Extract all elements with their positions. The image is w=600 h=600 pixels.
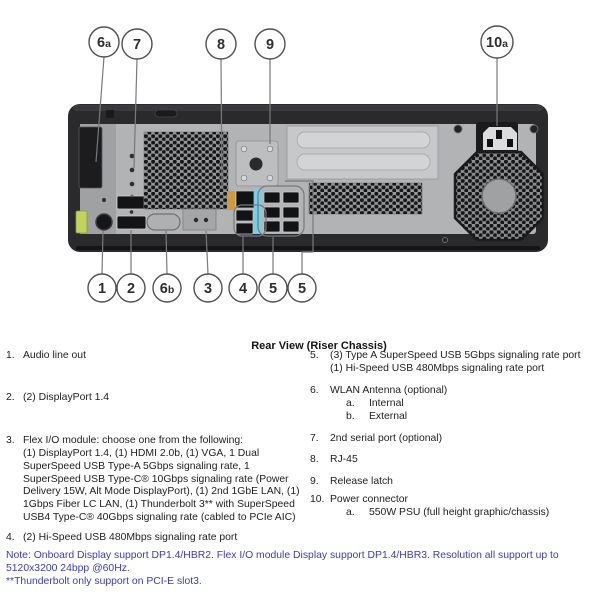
item-text: (2) DisplayPort 1.4 bbox=[23, 391, 110, 403]
svg-text:9: 9 bbox=[266, 37, 274, 53]
svg-text:4: 4 bbox=[239, 281, 247, 297]
svg-text:8: 8 bbox=[217, 37, 225, 53]
callout-6a: 6a bbox=[88, 26, 120, 58]
callout-bracket bbox=[257, 185, 305, 237]
subitem-text: 550W PSU (full height graphic/chassis) bbox=[369, 507, 550, 519]
callout-5-left: 5 bbox=[258, 273, 288, 303]
legend-item-9: 9. Release latch bbox=[310, 476, 599, 489]
callout-2: 2 bbox=[116, 273, 146, 303]
legend-subitem-10a: a. 550W PSU (full height graphic/chassis… bbox=[346, 507, 599, 520]
legend-item-3: 3. Flex I/O module: choose one from the … bbox=[6, 435, 303, 525]
item-text: Audio line out bbox=[23, 350, 86, 361]
item-text: Release latch bbox=[330, 476, 393, 488]
item-number: 7. bbox=[310, 432, 319, 444]
legend-subitem-6b: b. External bbox=[346, 411, 599, 424]
callout-3: 3 bbox=[193, 273, 223, 303]
item-number: 4. bbox=[6, 532, 15, 544]
item-number: 3. bbox=[6, 434, 15, 446]
item-text: (3) Type A SuperSpeed USB 5Gbps signalin… bbox=[330, 350, 581, 374]
legend-subitem-6a: a. Internal bbox=[346, 398, 599, 411]
item-number: 1. bbox=[6, 350, 15, 361]
svg-text:6b: 6b bbox=[160, 281, 175, 297]
callout-bracket bbox=[233, 204, 267, 237]
legend-item-7: 7. 2nd serial port (optional) bbox=[310, 433, 599, 446]
callout-4: 4 bbox=[228, 273, 258, 303]
legend-item-4: 4. (2) Hi-Speed USB 480Mbps signaling ra… bbox=[6, 532, 303, 545]
callout-line bbox=[133, 58, 138, 169]
svg-text:5: 5 bbox=[298, 281, 306, 297]
antenna-knockout-6b bbox=[146, 213, 181, 231]
flex-io-module-plate bbox=[182, 208, 217, 231]
svg-text:6a: 6a bbox=[97, 35, 111, 51]
callout-line bbox=[220, 58, 223, 190]
release-latch bbox=[235, 140, 279, 187]
callout-line bbox=[95, 56, 105, 163]
subitem-letter: a. bbox=[346, 397, 355, 409]
svg-text:5: 5 bbox=[269, 281, 277, 297]
callout-1: 1 bbox=[87, 273, 117, 303]
power-connector bbox=[476, 122, 518, 154]
wlan-antenna-cover bbox=[78, 126, 103, 189]
chassis-rear-illustration: 6a 7 8 9 10a bbox=[68, 25, 548, 303]
callout-circles: 6a 7 8 9 10a bbox=[87, 25, 514, 303]
legend-right-column: 5. (3) Type A SuperSpeed USB 5Gbps signa… bbox=[310, 350, 599, 529]
item-text: (2) Hi-Speed USB 480Mbps signaling rate … bbox=[23, 532, 238, 544]
displayport-ports bbox=[116, 195, 147, 230]
svg-text:1: 1 bbox=[98, 281, 106, 297]
orange-connector bbox=[227, 191, 235, 210]
panel-screws bbox=[442, 124, 539, 243]
item-number: 6. bbox=[310, 384, 319, 396]
callout-line bbox=[165, 230, 168, 275]
item-number: 10. bbox=[310, 494, 325, 506]
legend-item-2: 2. (2) DisplayPort 1.4 bbox=[6, 392, 303, 405]
vent-grille-left bbox=[143, 131, 229, 210]
subitem-text: Internal bbox=[369, 397, 404, 409]
svg-text:7: 7 bbox=[133, 37, 141, 53]
svg-text:3: 3 bbox=[204, 281, 212, 297]
footnote: Note: Onboard Display support DP1.4/HBR2… bbox=[6, 549, 596, 588]
svg-text:10a: 10a bbox=[486, 35, 508, 51]
legend-item-6: 6. WLAN Antenna (optional) a. Internal b… bbox=[310, 385, 599, 424]
item-text: Power connector bbox=[330, 494, 408, 506]
item-number: 5. bbox=[310, 350, 319, 361]
footnote-line-2: **Thunderbolt only support on PCI-E slot… bbox=[6, 576, 202, 587]
callout-9: 9 bbox=[254, 28, 286, 60]
legend-item-5: 5. (3) Type A SuperSpeed USB 5Gbps signa… bbox=[310, 350, 599, 376]
item-number: 2. bbox=[6, 391, 15, 403]
item-text: RJ-45 bbox=[330, 454, 358, 466]
riser-slot-covers bbox=[286, 125, 439, 180]
footnote-line-1: Note: Onboard Display support DP1.4/HBR2… bbox=[6, 550, 559, 574]
audio-line-out-jack bbox=[75, 210, 113, 234]
vent-grille-center bbox=[308, 182, 423, 215]
item-text: WLAN Antenna (optional) bbox=[330, 384, 448, 396]
subitem-letter: a. bbox=[346, 507, 355, 519]
item-text: Flex I/O module: choose one from the fol… bbox=[23, 434, 300, 524]
callout-7: 7 bbox=[121, 28, 153, 60]
subitem-letter: b. bbox=[346, 410, 355, 422]
callout-8: 8 bbox=[205, 28, 237, 60]
legend-left-column: 1. Audio line out 2. (2) DisplayPort 1.4… bbox=[6, 350, 303, 545]
rear-view-figure: 6a 7 8 9 10a bbox=[68, 25, 548, 303]
svg-text:2: 2 bbox=[127, 281, 135, 297]
legend-item-10: 10. Power connector a. 550W PSU (full he… bbox=[310, 494, 599, 520]
legend-title: Rear View (Riser Chassis) bbox=[251, 340, 387, 352]
callout-5-right: 5 bbox=[287, 273, 317, 303]
callout-line bbox=[101, 230, 104, 275]
callout-6b: 6b bbox=[152, 273, 182, 303]
callout-line bbox=[285, 180, 314, 274]
item-text: 2nd serial port (optional) bbox=[330, 432, 443, 444]
item-number: 8. bbox=[310, 454, 319, 466]
callout-10a: 10a bbox=[480, 25, 514, 59]
legend-item-8: 8. RJ-45 bbox=[310, 454, 599, 467]
callout-line bbox=[205, 230, 209, 275]
callout-lines bbox=[95, 56, 498, 275]
fan-grille bbox=[453, 150, 545, 242]
subitem-text: External bbox=[369, 410, 408, 422]
legend-item-1: 1. Audio line out bbox=[6, 350, 303, 363]
item-number: 9. bbox=[310, 476, 319, 488]
